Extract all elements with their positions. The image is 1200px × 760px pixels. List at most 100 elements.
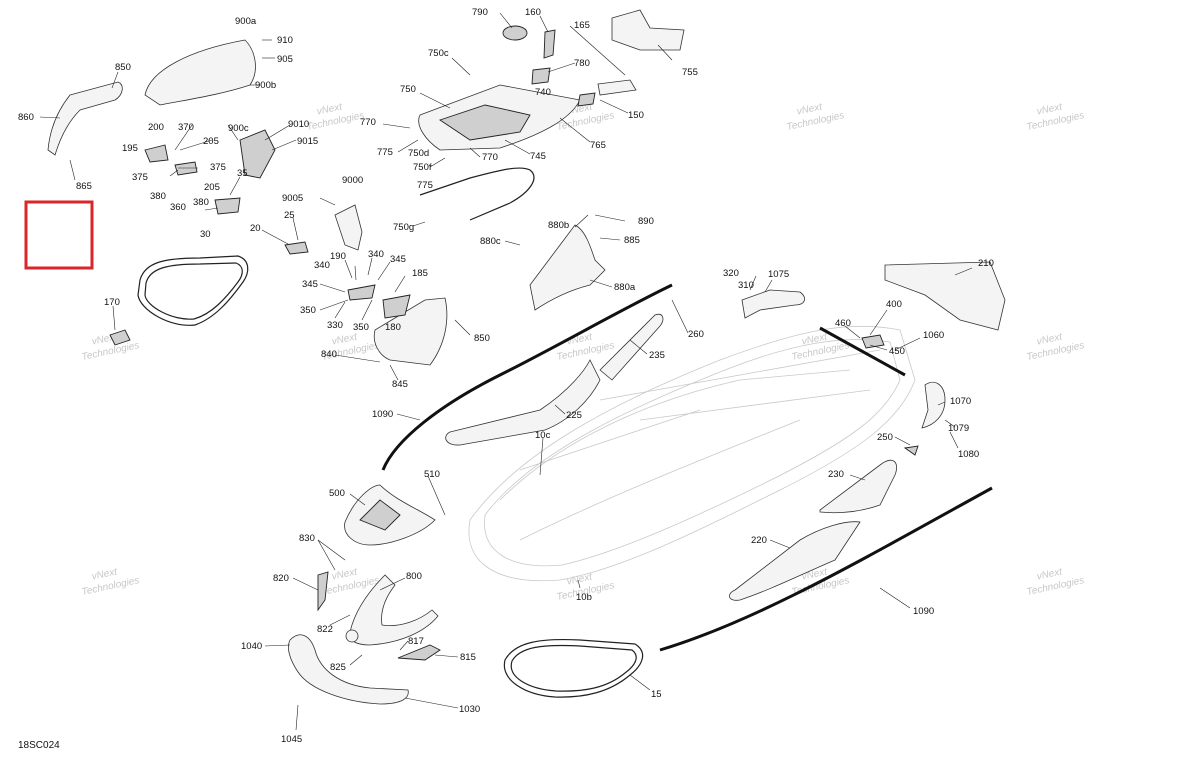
- part-label: 375: [132, 172, 148, 183]
- part-label: 9015: [297, 136, 318, 147]
- part-label: 195: [122, 143, 138, 154]
- mat-230: [819, 459, 897, 514]
- watermark: vNext: [1036, 566, 1064, 582]
- part-label: 10c: [535, 430, 551, 441]
- part-label: 755: [682, 67, 698, 78]
- cap-790: [502, 25, 528, 41]
- part-label: 1045: [281, 734, 302, 745]
- part-labels: 790 160 165 755 910 900a 905 900b 850 86…: [18, 7, 994, 745]
- part-label: 500: [329, 488, 345, 499]
- part-label: 840: [321, 349, 337, 360]
- part-label: 900c: [228, 123, 249, 134]
- part-label: 180: [385, 322, 401, 333]
- part-label: 890: [638, 216, 654, 227]
- mat-235: [599, 313, 664, 381]
- part-label: 1090: [372, 409, 393, 420]
- watermark: vNext: [331, 331, 359, 347]
- bow-parts: [288, 484, 441, 705]
- trim-820: [317, 571, 329, 612]
- part-label: 510: [424, 469, 440, 480]
- cover-850: [47, 81, 123, 156]
- mat-225: [445, 359, 601, 446]
- part-label: 380: [150, 191, 166, 202]
- part-label: 345: [302, 279, 318, 290]
- part-label: 345: [390, 254, 406, 265]
- part-label: 1090: [913, 606, 934, 617]
- part-label: 450: [889, 346, 905, 357]
- bracket-345: [347, 284, 376, 301]
- part-label: 770: [482, 152, 498, 163]
- bracket-195: [144, 144, 169, 163]
- hull-mats: [445, 9, 1006, 601]
- cable-750g: [419, 167, 535, 221]
- part-label: 170: [104, 297, 120, 308]
- cap-250: [903, 445, 919, 456]
- part-label: 750g: [393, 222, 414, 233]
- watermark: vNext: [796, 101, 824, 117]
- strip-1090-lower: [659, 486, 993, 652]
- watermark: vNext: [1036, 331, 1064, 347]
- part-label: 1075: [768, 269, 789, 280]
- part-label: 740: [535, 87, 551, 98]
- part-label: 225: [566, 410, 582, 421]
- hinge-780: [531, 67, 551, 85]
- part-label: 750f: [413, 162, 432, 173]
- part-label: 850: [474, 333, 490, 344]
- bracket-375: [174, 161, 198, 176]
- gasket-170: [137, 255, 249, 326]
- part-label: 340: [368, 249, 384, 260]
- part-label: 780: [574, 58, 590, 69]
- part-label: 1080: [958, 449, 979, 460]
- part-label: 750c: [428, 48, 449, 59]
- watermark: vNext: [801, 331, 829, 347]
- part-label: 150: [628, 110, 644, 121]
- part-label: 820: [273, 573, 289, 584]
- part-label: 880b: [548, 220, 569, 231]
- handle-150: [597, 79, 637, 96]
- panel-880a: [529, 224, 606, 311]
- panel-9000: [334, 204, 363, 251]
- part-label: 880a: [614, 282, 636, 293]
- part-label: 765: [590, 140, 606, 151]
- watermark: vNext: [566, 571, 594, 587]
- hull-outline: [468, 325, 916, 582]
- part-label: 1030: [459, 704, 480, 715]
- cover-900a: [144, 39, 256, 106]
- strip-1090-upper: [381, 283, 673, 471]
- watermark: vNext: [91, 566, 119, 582]
- part-label: 1060: [923, 330, 944, 341]
- leader-lines: [39, 12, 973, 731]
- part-label: 750d: [408, 148, 429, 159]
- panel-850-mid: [373, 297, 448, 366]
- part-label: 9000: [342, 175, 363, 186]
- part-label: 905: [277, 54, 293, 65]
- part-label: 1070: [950, 396, 971, 407]
- part-label: 865: [76, 181, 92, 192]
- part-label: 370: [178, 122, 194, 133]
- trim-1070: [921, 381, 946, 429]
- part-label: 190: [330, 251, 346, 262]
- bracket-180: [382, 294, 411, 319]
- strip-1060: [819, 326, 906, 377]
- part-label: 910: [277, 35, 293, 46]
- part-label: 35: [237, 168, 248, 179]
- part-label: 822: [317, 624, 333, 635]
- bracket-30: [214, 197, 241, 215]
- watermark: vNext: [331, 566, 359, 582]
- part-label: 775: [377, 147, 393, 158]
- part-label: 260: [688, 329, 704, 340]
- part-label: 310: [738, 280, 754, 291]
- part-label: 400: [886, 299, 902, 310]
- part-label: 380: [193, 197, 209, 208]
- trim-1075: [741, 289, 805, 319]
- part-label: 9010: [288, 119, 309, 130]
- plate-170: [109, 329, 131, 346]
- part-label: 200: [148, 122, 164, 133]
- part-label: 800: [406, 571, 422, 582]
- part-label: 830: [299, 533, 315, 544]
- part-label: 235: [649, 350, 665, 361]
- clip-160: [543, 29, 556, 59]
- part-label: 160: [525, 7, 541, 18]
